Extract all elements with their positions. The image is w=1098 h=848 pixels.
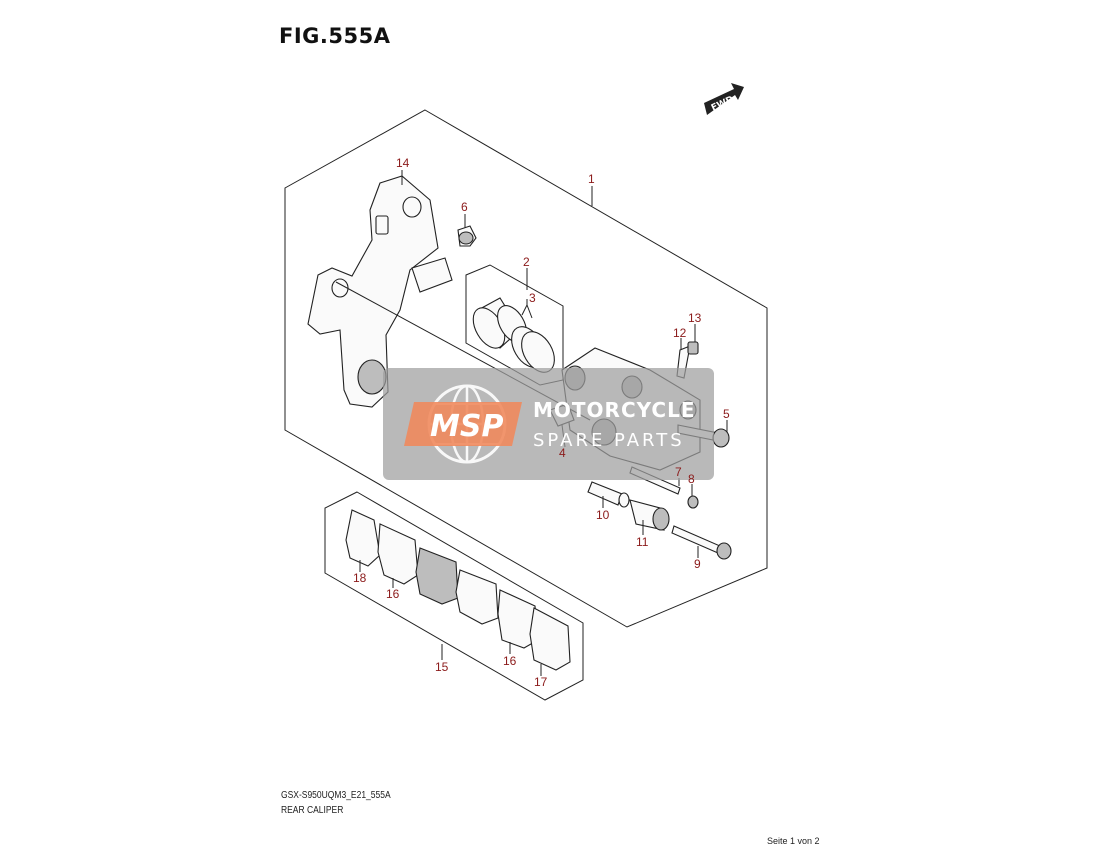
callout-9: 9: [694, 557, 701, 571]
caliper-bracket: [307, 175, 453, 408]
callout-1: 1: [588, 172, 595, 186]
callout-4: 4: [559, 446, 566, 460]
callout-labels: 14 6 1 2 3 12 13 5 4 7 8 10 11 9 18 16 1…: [353, 156, 730, 689]
callout-14: 14: [396, 156, 410, 170]
piston: [472, 297, 527, 349]
msp-logo: MSP: [404, 402, 522, 446]
callout-16-right: 16: [503, 654, 517, 668]
callout-10: 10: [596, 508, 610, 522]
callout-7: 7: [675, 465, 682, 479]
bleeder-cap: [687, 341, 699, 355]
brake-pad-17: [529, 607, 571, 671]
brake-pad-18: [345, 509, 381, 567]
brake-pad-16-left: [377, 523, 419, 585]
watermark: MSP MOTORCYCLE SPARE PARTS: [383, 368, 714, 480]
model-code: GSX-S950UQM3_E21_555A: [281, 790, 391, 801]
boot-part-11: [629, 499, 670, 531]
sleeve-part-10: [587, 481, 630, 508]
callout-11: 11: [636, 535, 649, 549]
callout-16-left: 16: [386, 587, 400, 601]
brake-pad-16-right: [497, 589, 539, 649]
callout-12: 12: [673, 326, 687, 340]
boot-part-6: [457, 225, 477, 247]
msp-logo-text: MSP: [430, 409, 503, 444]
callout-17: 17: [534, 675, 548, 689]
long-bolt-part-9: [671, 525, 732, 560]
brake-pad-set-frame: [324, 491, 584, 701]
brake-pad-inner-right: [455, 569, 499, 625]
section-name: REAR CALIPER: [281, 805, 344, 816]
callout-6: 6: [461, 200, 468, 214]
watermark-line2: SPARE PARTS: [533, 430, 685, 451]
page-indicator: Seite 1 von 2: [767, 836, 820, 846]
callout-8: 8: [688, 472, 695, 486]
watermark-line1: MOTORCYCLE: [533, 398, 695, 422]
caliper-assembly-frame: [284, 109, 768, 628]
callout-2: 2: [523, 255, 530, 269]
forward-direction-arrow-icon: FWD: [704, 83, 744, 115]
callout-15: 15: [435, 660, 449, 674]
brake-pad-inner-left: [415, 547, 459, 605]
callout-13: 13: [688, 311, 702, 325]
figure-title: FIG.555A: [279, 24, 391, 48]
callout-18: 18: [353, 571, 367, 585]
callout-5: 5: [723, 407, 730, 421]
callout-3: 3: [529, 291, 536, 305]
nut-part-8: [687, 495, 699, 509]
